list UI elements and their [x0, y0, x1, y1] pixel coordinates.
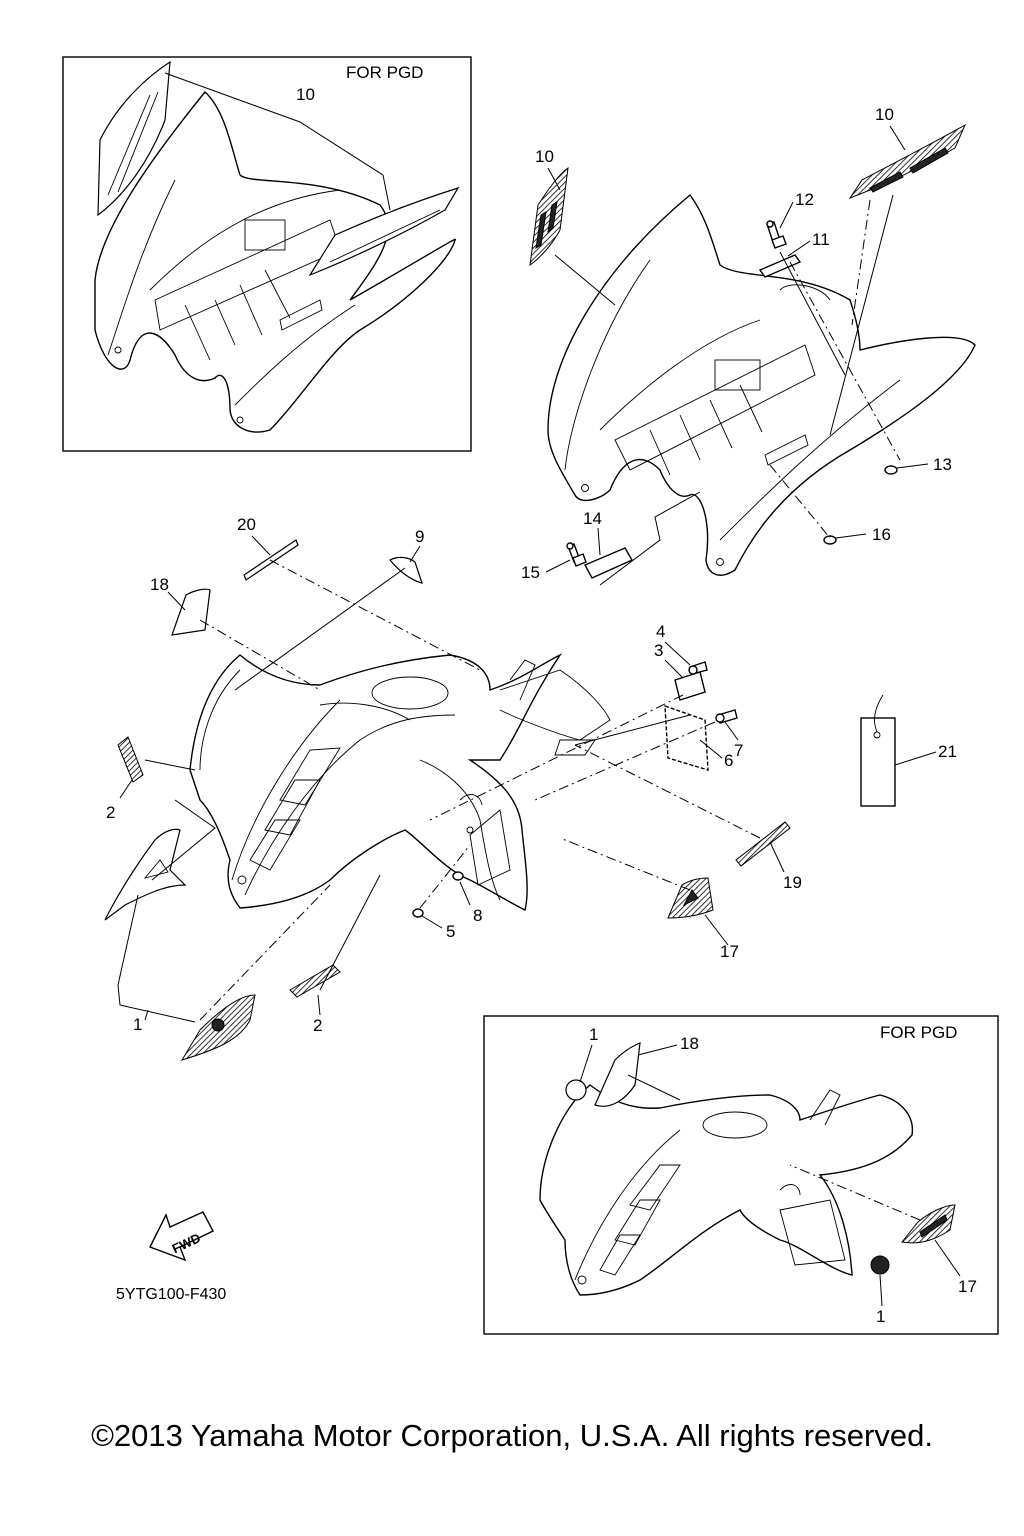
- decal-9: [389, 556, 423, 584]
- nut-8: [452, 871, 464, 881]
- inset-label-2: FOR PGD: [880, 1023, 957, 1042]
- decal-10-top: [848, 123, 967, 200]
- decal-10-side: [529, 166, 569, 267]
- callout-2b: 2: [313, 1016, 322, 1035]
- callout-10b: 10: [875, 105, 894, 124]
- callout-1: 1: [133, 1015, 142, 1034]
- fwd-arrow-icon: FWD: [149, 1211, 214, 1262]
- decal-1-pgd-circle: [565, 1079, 587, 1101]
- callout-16: 16: [872, 525, 891, 544]
- bolt-7: [715, 709, 738, 724]
- decal-10-right-pgd: [308, 186, 460, 277]
- callout-1b: 1: [589, 1025, 598, 1044]
- decal-2-upper: [117, 736, 144, 783]
- callout-7: 7: [734, 741, 743, 760]
- callout-19: 19: [783, 873, 802, 892]
- inset-label: FOR PGD: [346, 63, 423, 82]
- callout-18b: 18: [680, 1034, 699, 1053]
- callout-6: 6: [724, 751, 733, 770]
- callout-5: 5: [446, 922, 455, 941]
- callout-2a: 2: [106, 803, 115, 822]
- yamaha-logo-pgd-icon: [870, 1255, 890, 1275]
- callout-17: 17: [720, 942, 739, 961]
- rear-fender-assembly: [547, 193, 976, 576]
- decal-1-large: [104, 828, 187, 921]
- rear-fender-pgd: [94, 90, 457, 433]
- bolt-4: [688, 661, 708, 675]
- callout-10: 10: [296, 85, 315, 104]
- callout-14: 14: [583, 509, 602, 528]
- callout-8: 8: [473, 906, 482, 925]
- callout-20: 20: [237, 515, 256, 534]
- callout-12: 12: [795, 190, 814, 209]
- yamaha-logo-icon: [211, 1018, 225, 1032]
- plate-14: [584, 547, 633, 579]
- nut-13: [884, 465, 898, 475]
- nut-5: [412, 908, 424, 918]
- decal-18: [171, 588, 211, 636]
- decal-19: [735, 821, 791, 867]
- plate-6: [664, 704, 709, 771]
- front-fender-pgd: [539, 1084, 914, 1296]
- inset-pgd-front: FOR PGD 18 1 17 1: [483, 1015, 999, 1335]
- callout-15: 15: [521, 563, 540, 582]
- callout-3: 3: [654, 641, 663, 660]
- callout-13: 13: [933, 455, 952, 474]
- bolt-12: [766, 220, 787, 249]
- callout-1c: 1: [876, 1307, 885, 1326]
- decal-17-pgd: [901, 1204, 956, 1244]
- callout-21: 21: [938, 742, 957, 761]
- callout-4: 4: [656, 622, 665, 641]
- callout-11: 11: [812, 230, 830, 249]
- nut-16: [823, 535, 837, 545]
- callout-10a: 10: [535, 147, 554, 166]
- copyright-notice: ©2013 Yamaha Motor Corporation, U.S.A. A…: [91, 1418, 933, 1453]
- tag-21: [860, 694, 896, 807]
- front-fender-assembly: [189, 653, 611, 912]
- plate-3: [674, 671, 706, 701]
- callout-17b: 17: [958, 1277, 977, 1296]
- diagram-code: 5YTG100-F430: [116, 1286, 226, 1303]
- decal-18-pgd: [594, 1042, 641, 1107]
- inset-pgd-rear: FOR PGD 10: [62, 56, 472, 452]
- plate-11: [758, 254, 802, 278]
- decal-2-lower: [289, 964, 341, 998]
- callout-18: 18: [150, 575, 169, 594]
- callout-9: 9: [415, 527, 424, 546]
- bolt-15: [566, 542, 587, 567]
